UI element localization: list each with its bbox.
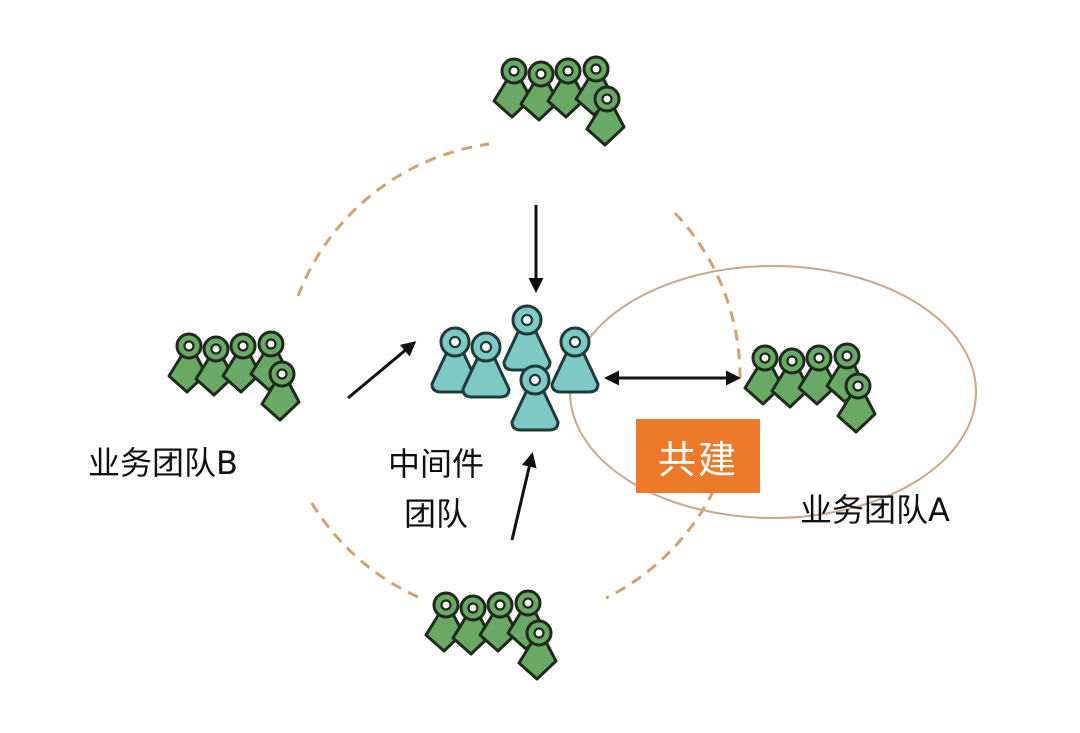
label-middleware-line2: 团队 <box>404 495 469 533</box>
business-team-bottom-icon <box>426 591 556 679</box>
arrows <box>347 205 741 541</box>
cobuild-badge-text: 共建 <box>657 437 738 482</box>
business-team-top-icon <box>494 57 624 145</box>
label-middleware-line1: 中间件 <box>388 445 485 483</box>
business-team-b-icon <box>169 332 299 420</box>
business-team-a-icon <box>745 344 875 432</box>
label-business-team-a: 业务团队A <box>800 491 950 529</box>
cobuild-badge: 共建 <box>636 419 760 493</box>
arrow-from-team-b <box>347 341 417 400</box>
label-business-team-b: 业务团队B <box>88 444 238 482</box>
arrow-from-bottom <box>510 452 537 541</box>
